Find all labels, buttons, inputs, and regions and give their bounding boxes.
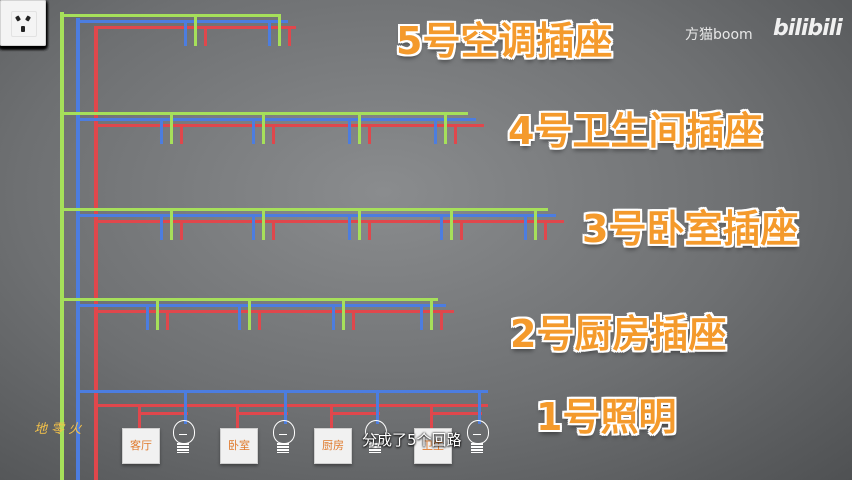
earth-branch xyxy=(60,208,548,211)
live-drop xyxy=(460,220,463,240)
earth-branch xyxy=(60,14,280,17)
earth-drop xyxy=(248,298,251,330)
live-drop xyxy=(352,310,355,330)
lighting-live xyxy=(94,404,488,407)
earth-drop xyxy=(342,298,345,330)
earth-drop xyxy=(262,112,265,144)
wire-legend: 地 零 火 xyxy=(34,422,82,437)
live-branch xyxy=(94,124,484,127)
uploader-watermark: 方猫boom xyxy=(685,27,753,43)
switch-loop xyxy=(236,412,288,415)
neutral-branch xyxy=(76,20,288,23)
live-drop xyxy=(166,310,169,330)
light-switch: 卧室 xyxy=(220,428,258,464)
circuit-4-title: 4号卫生间插座 xyxy=(508,109,763,153)
live-drop xyxy=(180,124,183,144)
live-drop xyxy=(204,26,207,46)
neutral-branch xyxy=(76,304,446,307)
earth-drop xyxy=(156,298,159,330)
earth-drop xyxy=(430,298,433,330)
live-drop xyxy=(180,220,183,240)
switch-loop xyxy=(430,412,482,415)
neutral-drop xyxy=(252,118,255,144)
live-drop xyxy=(440,310,443,330)
earth-drop xyxy=(534,208,537,240)
earth-drop xyxy=(170,112,173,144)
live-branch xyxy=(94,310,454,313)
switch-feed xyxy=(236,404,239,428)
switch-loop xyxy=(330,412,380,415)
neutral-drop xyxy=(434,118,437,144)
live-drop xyxy=(272,124,275,144)
live-drop xyxy=(258,310,261,330)
earth-drop xyxy=(444,112,447,144)
neutral-drop xyxy=(160,214,163,240)
neutral-drop xyxy=(348,214,351,240)
live-drop xyxy=(288,26,291,46)
switch-feed xyxy=(330,404,333,428)
live-drop xyxy=(544,220,547,240)
neutral-drop xyxy=(348,118,351,144)
light-switch: 厨房 xyxy=(314,428,352,464)
neutral-drop xyxy=(252,214,255,240)
live-drop xyxy=(368,220,371,240)
bulb-neutral xyxy=(284,390,287,424)
bilibili-logo: bilibili xyxy=(773,16,843,41)
neutral-drop xyxy=(268,20,271,46)
live-drop xyxy=(454,124,457,144)
switch-feed xyxy=(138,404,141,428)
neutral-drop xyxy=(184,20,187,46)
neutral-trunk xyxy=(76,18,80,480)
bulb-neutral xyxy=(478,390,481,424)
subtitle-caption: 分成了5个回路 xyxy=(362,431,462,449)
neutral-drop xyxy=(332,304,335,330)
earth-drop xyxy=(358,208,361,240)
power-socket xyxy=(0,0,46,46)
neutral-drop xyxy=(440,214,443,240)
lightbulb-icon xyxy=(272,420,295,456)
live-trunk xyxy=(94,26,98,480)
earth-drop xyxy=(194,14,197,46)
live-drop xyxy=(368,124,371,144)
neutral-drop xyxy=(160,118,163,144)
neutral-drop xyxy=(238,304,241,330)
lightbulb-icon xyxy=(466,420,489,456)
lighting-neutral xyxy=(76,390,488,393)
earth-drop xyxy=(358,112,361,144)
light-switch: 客厅 xyxy=(122,428,160,464)
circuit-3-title: 3号卧室插座 xyxy=(582,207,799,251)
lightbulb-icon xyxy=(172,420,195,456)
circuit-5-title: 5号空调插座 xyxy=(396,19,613,63)
neutral-drop xyxy=(420,304,423,330)
light-switch: 卫生 xyxy=(414,428,452,464)
circuit-2-title: 2号厨房插座 xyxy=(510,312,727,356)
neutral-branch xyxy=(76,214,556,217)
live-drop xyxy=(272,220,275,240)
bulb-neutral xyxy=(376,390,379,424)
neutral-drop xyxy=(146,304,149,330)
neutral-branch xyxy=(76,118,476,121)
switch-loop xyxy=(138,412,188,415)
neutral-drop xyxy=(524,214,527,240)
bulb-neutral xyxy=(184,390,187,424)
lightbulb-icon xyxy=(364,420,387,456)
earth-trunk xyxy=(60,12,64,480)
circuit-1-title: 1号照明 xyxy=(536,395,677,439)
switch-feed xyxy=(430,404,433,428)
earth-drop xyxy=(450,208,453,240)
live-branch xyxy=(94,220,564,223)
earth-drop xyxy=(278,14,281,46)
earth-drop xyxy=(262,208,265,240)
earth-drop xyxy=(170,208,173,240)
